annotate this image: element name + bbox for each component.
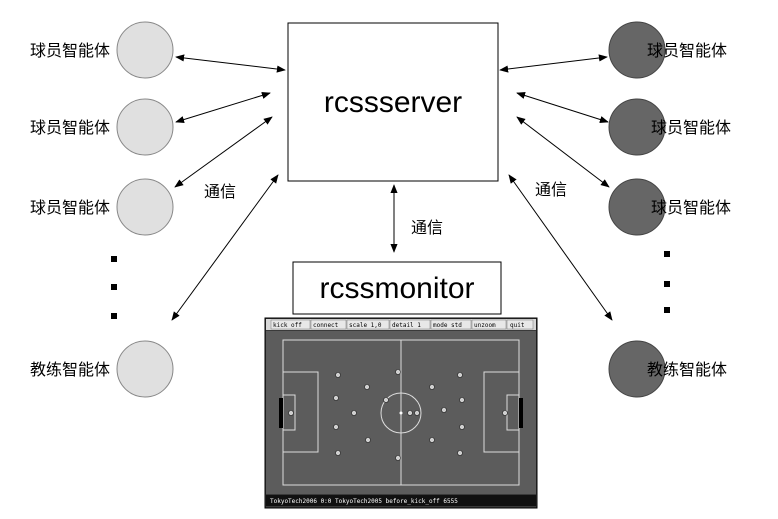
agent-label: 球员智能体 bbox=[30, 198, 110, 217]
comm-label-right: 通信 bbox=[535, 180, 567, 199]
coach-agent-left: 教练智能体 bbox=[30, 340, 174, 398]
monitor-button[interactable]: quit bbox=[510, 322, 525, 329]
player-agent-right-3: 球员智能体 bbox=[608, 178, 731, 236]
monitor-button[interactable]: scale 1,0 bbox=[349, 322, 382, 329]
comm-label-center: 通信 bbox=[411, 218, 443, 237]
communication-arrows bbox=[171, 54, 613, 321]
arrow-left-coach bbox=[171, 174, 279, 321]
coach-agent-right: 教练智能体 bbox=[608, 340, 727, 398]
agent-label: 球员智能体 bbox=[651, 198, 731, 217]
agent-label: 球员智能体 bbox=[30, 118, 110, 137]
ellipsis-dots-right bbox=[664, 251, 670, 313]
arrow-right-1 bbox=[499, 54, 608, 73]
ellipsis-dots-left bbox=[111, 256, 117, 319]
right-agents: 球员智能体 球员智能体 球员智能体 教练智能体 bbox=[608, 21, 731, 398]
left-agents: 球员智能体 球员智能体 球员智能体 教练智能体 bbox=[30, 21, 174, 398]
player-agent-right-1: 球员智能体 bbox=[608, 21, 727, 79]
monitor-button[interactable]: detail 1 bbox=[392, 322, 421, 329]
player-agent-left-1: 球员智能体 bbox=[30, 21, 174, 79]
agent-label: 球员智能体 bbox=[651, 118, 731, 137]
monitor-players bbox=[288, 369, 508, 461]
left-goal bbox=[279, 398, 283, 428]
agent-label: 球员智能体 bbox=[647, 41, 727, 60]
monitor-toolbar-buttons: kick off connect scale 1,0 detail 1 mode… bbox=[270, 319, 534, 330]
monitor-button[interactable]: connect bbox=[313, 322, 339, 329]
player-agent-right-2: 球员智能体 bbox=[608, 98, 731, 156]
monitor-label: rcssmonitor bbox=[319, 272, 474, 305]
arrow-left-3 bbox=[174, 116, 273, 188]
player-agent-left-2: 球员智能体 bbox=[30, 98, 174, 156]
monitor-ball bbox=[399, 411, 403, 415]
monitor-button[interactable]: kick off bbox=[273, 322, 302, 329]
agent-label: 球员智能体 bbox=[30, 41, 110, 60]
agent-label: 教练智能体 bbox=[647, 360, 727, 379]
comm-label-left: 通信 bbox=[204, 182, 236, 201]
monitor-window: kick off connect scale 1,0 detail 1 mode… bbox=[264, 317, 538, 509]
monitor-button[interactable]: mode std bbox=[433, 322, 462, 329]
monitor-label-box: rcssmonitor bbox=[292, 261, 502, 315]
monitor-status-text: TokyoTech2006 0:0 TokyoTech2005 before_k… bbox=[270, 498, 458, 505]
monitor-button[interactable]: unzoom bbox=[474, 322, 496, 329]
arrow-right-coach bbox=[508, 174, 613, 321]
arrow-right-3 bbox=[516, 116, 610, 188]
right-goal bbox=[519, 398, 523, 428]
arrow-right-2 bbox=[516, 92, 609, 123]
player-agent-left-3: 球员智能体 bbox=[30, 178, 174, 236]
arrow-left-2 bbox=[175, 91, 271, 124]
monitor-status-bar bbox=[266, 495, 536, 506]
server-box: rcssserver bbox=[287, 22, 499, 182]
server-label: rcssserver bbox=[324, 86, 462, 119]
arrow-left-1 bbox=[175, 54, 286, 73]
agent-label: 教练智能体 bbox=[30, 360, 110, 379]
